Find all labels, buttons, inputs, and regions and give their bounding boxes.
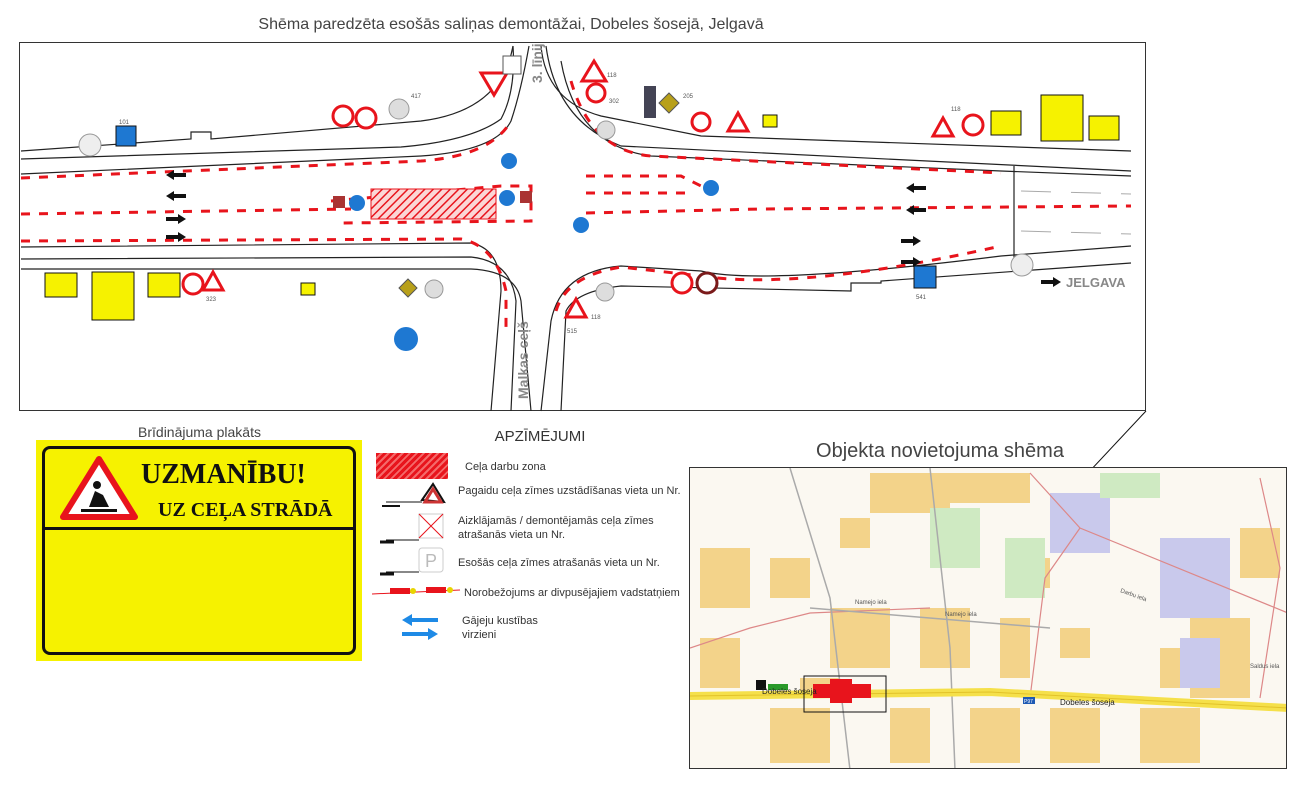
lane-arrows <box>166 170 1061 287</box>
poster-line2: UZ CEĻA STRĀDĀ <box>158 499 333 521</box>
sign-number: 541 <box>916 295 927 301</box>
warning-poster-icon <box>1040 94 1084 142</box>
map-drawing: Dobeles šoseja Dobeles šoseja Namejo iel… <box>690 468 1286 768</box>
roadworks-sign-icon <box>579 58 609 83</box>
map-street-label: Dobeles šoseja <box>1060 698 1115 707</box>
speed-limit-sign-icon <box>331 104 355 128</box>
info-sign-icon <box>762 114 778 128</box>
map-street-label: Saldus iela <box>1250 664 1280 670</box>
map-street-label: Darbu iela <box>1119 588 1147 603</box>
speed-limit-sign-icon <box>354 106 378 130</box>
pedestrian-direction-icon <box>402 614 438 640</box>
sign-number: 118 <box>951 107 961 113</box>
scheme-drawing: 3. līnija Malkas ceļš JELGAVA 118 118 11… <box>20 35 1132 412</box>
roadworks-sign-icon <box>725 109 751 133</box>
yield-sign-icon <box>478 71 510 98</box>
sign-number: 118 <box>591 315 601 321</box>
legend-item: Esošās ceļa zīmes atrašanās vieta un Nr. <box>458 557 660 569</box>
keep-right-sign-icon <box>349 195 365 211</box>
speed-limit-sign-icon <box>695 271 719 295</box>
street-label-north: 3. līnija <box>529 43 545 83</box>
svg-text:P: P <box>425 551 437 571</box>
work-zone <box>370 188 497 220</box>
no-parking-sign-icon <box>78 133 102 157</box>
map-street-label: Namejo iela <box>855 600 887 606</box>
sign-number: 205 <box>683 94 694 100</box>
pedestrian-sign-icon <box>424 279 444 299</box>
legend-item: Aizklājamās / demontējamās ceļa zīmes at… <box>458 515 654 541</box>
location-map: Dobeles šoseja Dobeles šoseja Namejo iel… <box>689 467 1287 769</box>
warning-poster-icon <box>91 271 135 321</box>
priority-road-sign-icon <box>398 278 418 298</box>
traffic-scheme: 3. līnija Malkas ceļš JELGAVA 118 118 11… <box>19 35 1146 412</box>
sign-number: 101 <box>119 120 130 126</box>
no-entry-sign-icon <box>690 111 712 133</box>
speed-limit-sign-icon <box>961 113 985 137</box>
lane-info-sign-icon <box>644 86 656 118</box>
lane-shift-sign-icon <box>44 272 78 298</box>
sign-number: 302 <box>609 99 620 105</box>
roadworks-sign-icon <box>200 268 226 292</box>
info-sign-icon <box>300 282 316 296</box>
barrier-lines <box>20 80 1132 331</box>
chevron-sign-icon <box>333 196 345 208</box>
road-signs <box>44 55 1120 351</box>
legend-item: Pagaidu ceļa zīmes uzstādīšanas vieta un… <box>458 485 681 497</box>
sign-number: 515 <box>567 329 578 335</box>
roadworks-sign-icon <box>930 114 956 138</box>
no-entry-sign-icon <box>585 82 607 104</box>
keep-right-sign-icon <box>573 217 589 233</box>
legend-removed-sign-icon <box>380 513 444 544</box>
map-street-label: Dobeles šoseja <box>762 687 817 696</box>
turn-right-sign-icon <box>394 327 418 351</box>
lane-shift-sign-icon <box>147 272 181 298</box>
keep-right-sign-icon <box>501 153 517 169</box>
priority-road-sign-icon <box>658 92 680 114</box>
legend-existing-sign-icon: P <box>380 547 444 576</box>
speed-limit-sign-icon <box>181 272 205 296</box>
pedestrian-sign-icon <box>595 282 615 302</box>
street-label-south: Malkas ceļš <box>515 321 531 399</box>
poster-label: Brīdinājuma plakāts <box>138 424 261 440</box>
sign-number: 323 <box>206 297 217 303</box>
pedestrian-sign-icon <box>388 98 410 120</box>
chevron-sign-icon <box>520 191 532 203</box>
sign-number: 417 <box>411 94 422 100</box>
bus-stop-sign-icon <box>913 265 937 289</box>
lane-markings <box>1020 190 1132 235</box>
legend-item: Gājeju kustības virzieni <box>462 615 538 641</box>
roadworks-warning-icon <box>60 456 138 520</box>
legend-title: APZĪMĒJUMI <box>494 428 586 445</box>
direction-label: JELGAVA <box>1066 275 1126 290</box>
legend-item: Ceļa darbu zona <box>465 461 546 473</box>
map-street-label: Namejo iela <box>945 612 977 618</box>
speed-limit-sign-icon <box>670 271 694 295</box>
legend-temp-sign-icon <box>382 482 446 507</box>
poster-line1: UZMANĪBU! <box>141 459 306 490</box>
zone-30-sign-icon <box>502 55 522 75</box>
bus-stop-sign-icon <box>115 125 137 147</box>
legend-work-zone-swatch <box>376 453 448 479</box>
page-title: Shēma paredzēta esošās saliņas demontāža… <box>258 16 764 33</box>
lane-shift-sign-icon <box>1088 115 1120 141</box>
legend-item: Norobežojums ar divpusējajiem vadstatņie… <box>464 587 680 599</box>
lane-shift-sign-icon <box>990 110 1022 136</box>
sign-number: 118 <box>607 73 617 79</box>
pedestrian-sign-icon <box>596 120 616 140</box>
keep-right-sign-icon <box>703 180 719 196</box>
map-title: Objekta novietojuma shēma <box>816 440 1064 462</box>
roadworks-sign-icon <box>563 295 589 319</box>
keep-right-sign-icon <box>499 190 515 206</box>
map-road-number: P97 <box>1024 699 1033 705</box>
no-parking-sign-icon <box>1010 253 1034 277</box>
legend-barrier-icon <box>372 587 461 595</box>
warning-poster: UZMANĪBU! UZ CEĻA STRĀDĀ <box>36 440 362 661</box>
